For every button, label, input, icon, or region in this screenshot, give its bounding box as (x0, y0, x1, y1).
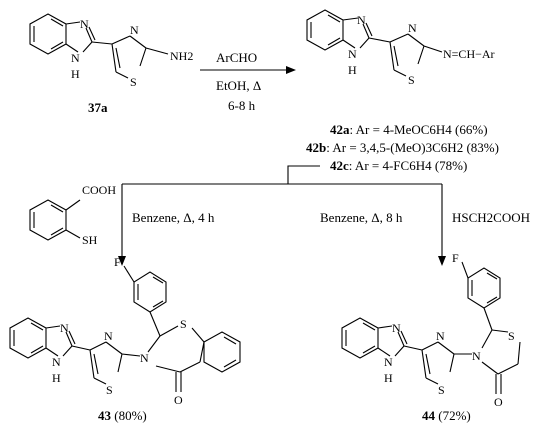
atom-f: F (452, 251, 459, 265)
imine-group: N=CH−Ar (443, 47, 495, 61)
atom-o: O (174, 393, 183, 407)
atom-n: N (140, 351, 149, 365)
compound-42c-line: 42c: Ar = 4-FC6H4 (78%) (330, 158, 467, 173)
atom-n: N (52, 355, 61, 369)
atom-n: N (384, 355, 393, 369)
atom-n: N (71, 51, 80, 65)
arrowhead-to-44 (438, 256, 446, 266)
compound-label-37a: 37a (88, 100, 108, 115)
atom-n: N (80, 17, 89, 31)
atom-n: N (104, 329, 113, 343)
atom-s: S (180, 317, 187, 331)
group-sh: SH (82, 233, 98, 247)
compound-42a-line: 42a: Ar = 4-MeOC6H4 (66%) (330, 122, 488, 137)
reagent-etoh: EtOH, Δ (216, 78, 261, 93)
atom-h: H (348, 63, 357, 77)
group-cooh: COOH (82, 183, 116, 197)
atom-h: H (71, 67, 80, 81)
thiosalicylic-acid-structure (29, 199, 81, 241)
atom-s: S (130, 75, 137, 89)
atom-s: S (106, 383, 113, 397)
atom-s: S (438, 383, 445, 397)
reagent-archo: ArCHO (216, 50, 257, 65)
compound-37a-structure (29, 13, 169, 79)
branch-connector (287, 165, 320, 184)
compound-44-structure (341, 261, 521, 394)
reagent-time: 6-8 h (228, 98, 256, 113)
compound-43-structure (9, 265, 241, 392)
reagent-step2-right: Benzene, Δ, 8 h (320, 210, 403, 225)
compound-42b-line: 42b: Ar = 3,4,5-(MeO)3C6H2 (83%) (306, 140, 499, 155)
atom-h: H (384, 371, 393, 385)
atom-nh2: NH2 (170, 49, 193, 63)
atom-h: H (52, 371, 61, 385)
atom-n: N (408, 21, 417, 35)
atom-n: N (392, 321, 401, 335)
arrowhead-step1 (286, 66, 296, 74)
atom-s: S (508, 329, 515, 343)
atom-n: N (436, 329, 445, 343)
atom-n: N (60, 321, 69, 335)
compound-42-structure (306, 9, 443, 77)
reagent-thioglycolic-acid: HSCH2COOH (452, 210, 530, 225)
atom-f: F (114, 255, 121, 269)
atom-n: N (130, 23, 139, 37)
compound-label-43: 43 (80%) (98, 408, 147, 423)
compound-label-44: 44 (72%) (422, 408, 471, 423)
arrowhead-to-43 (118, 256, 126, 266)
atom-n: N (472, 349, 481, 363)
atom-s: S (408, 73, 415, 87)
atom-o: O (494, 395, 503, 409)
atom-n: N (348, 47, 357, 61)
atom-n: N (357, 13, 366, 27)
reagent-step2-left: Benzene, Δ, 4 h (132, 210, 215, 225)
